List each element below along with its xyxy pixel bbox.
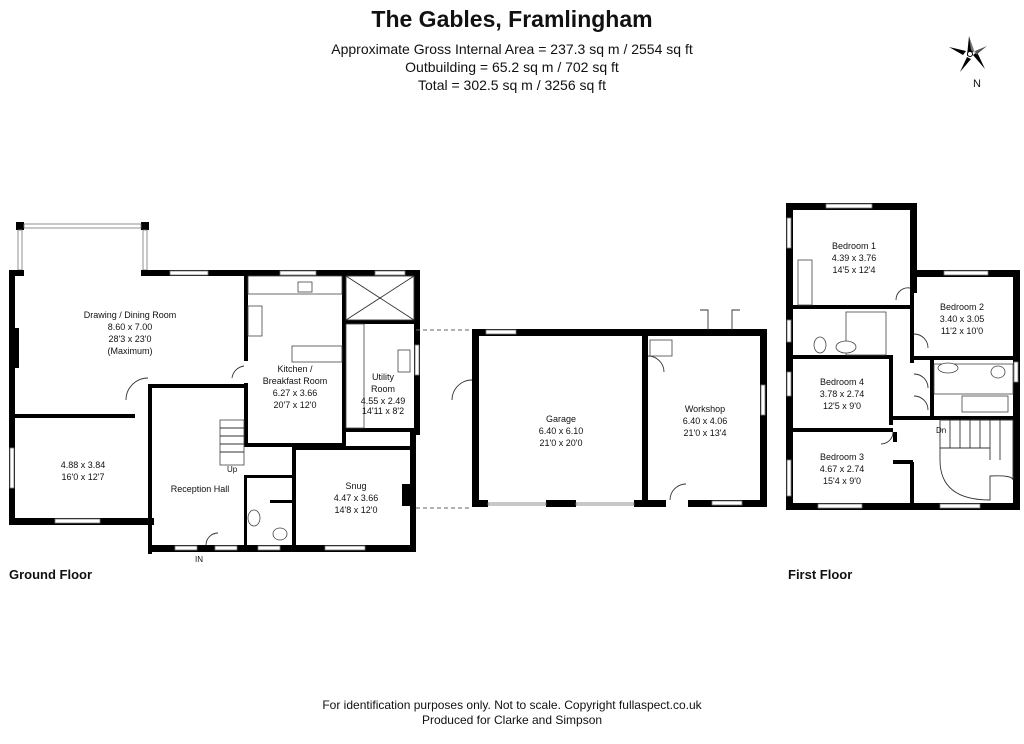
snug-imperial: 14'8 x 12'0 <box>335 505 378 515</box>
kitchen-name-line2: Breakfast Room <box>263 376 328 386</box>
workshop-metric: 6.40 x 4.06 <box>683 416 728 426</box>
utility-imperial: 14'11 x 8'2 <box>362 406 404 416</box>
first-floor-walls <box>786 203 1020 510</box>
drawing-room-imperial: 28'3 x 23'0 <box>109 334 152 344</box>
garage-name: Garage <box>546 414 576 424</box>
stairs-up-label: Up <box>227 465 238 474</box>
bedroom2-imperial: 11'2 x 10'0 <box>941 326 983 336</box>
workshop-name: Workshop <box>685 404 725 414</box>
footer-disclaimer: For identification purposes only. Not to… <box>322 698 702 712</box>
bedroom2-name: Bedroom 2 <box>940 302 984 312</box>
drawing-room-name: Drawing / Dining Room <box>84 310 177 320</box>
drawing-room-note: (Maximum) <box>108 346 153 356</box>
plan-title: The Gables, Framlingham <box>371 6 653 32</box>
unnamed-room-imperial: 16'0 x 12'7 <box>62 472 105 482</box>
workshop-imperial: 21'0 x 13'4 <box>684 428 727 438</box>
kitchen-name-line1: Kitchen / <box>277 364 313 374</box>
footer-produced: Produced for Clarke and Simpson <box>421 713 603 727</box>
reception-hall-name: Reception Hall <box>171 484 230 494</box>
bedroom3-name: Bedroom 3 <box>820 452 864 462</box>
bedroom4-name: Bedroom 4 <box>820 377 864 387</box>
compass-star-icon <box>949 36 987 72</box>
ground-floor-label: Ground Floor <box>9 567 93 582</box>
snug-name: Snug <box>345 481 366 491</box>
bedroom3-metric: 4.67 x 2.74 <box>820 464 865 474</box>
bedroom3-imperial: 15'4 x 9'0 <box>823 476 861 486</box>
bedroom4-metric: 3.78 x 2.74 <box>820 389 865 399</box>
bedroom1-imperial: 14'5 x 12'4 <box>833 265 876 275</box>
outbuilding-area-line: Outbuilding = 65.2 sq m / 702 sq ft <box>405 59 619 75</box>
kitchen-metric: 6.27 x 3.66 <box>273 388 318 398</box>
bedroom1-name: Bedroom 1 <box>832 241 876 251</box>
entrance-in-label: IN <box>195 555 203 564</box>
bedroom2-metric: 3.40 x 3.05 <box>940 314 985 324</box>
utility-name-line2: Room <box>371 384 395 394</box>
ground-floor-fixtures <box>125 275 411 546</box>
utility-metric: 4.55 x 2.49 <box>361 396 406 406</box>
bedroom4-imperial: 12'5 x 9'0 <box>823 401 861 411</box>
gross-area-line: Approximate Gross Internal Area = 237.3 … <box>331 41 693 57</box>
kitchen-imperial: 20'7 x 12'0 <box>274 400 317 410</box>
garage-imperial: 21'0 x 20'0 <box>540 438 583 448</box>
unnamed-room-metric: 4.88 x 3.84 <box>61 460 106 470</box>
outbuilding-walls <box>416 309 767 509</box>
north-label: N <box>973 78 981 90</box>
first-floor-fixtures <box>797 259 1014 501</box>
total-area-line: Total = 302.5 sq m / 3256 sq ft <box>418 77 606 93</box>
stairs-down-label: Dn <box>936 426 946 435</box>
ground-floor-walls <box>9 222 420 554</box>
utility-name-line1: Utility <box>372 372 394 382</box>
first-floor-label: First Floor <box>788 567 853 582</box>
drawing-room-metric: 8.60 x 7.00 <box>108 322 153 332</box>
garage-metric: 6.40 x 6.10 <box>539 426 584 436</box>
bedroom1-metric: 4.39 x 3.76 <box>832 253 877 263</box>
snug-metric: 4.47 x 3.66 <box>334 493 379 503</box>
